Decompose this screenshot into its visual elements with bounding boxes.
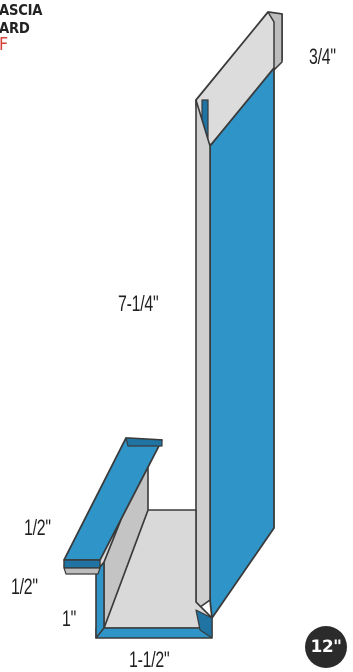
dimension-top-lip: 3/4" — [309, 44, 336, 69]
hem-fold — [63, 567, 101, 575]
dimension-base-width: 1-1/2" — [129, 647, 170, 672]
size-badge: 12" — [305, 626, 347, 668]
title-line-1: ASCIA — [0, 1, 43, 19]
hem-flange-front-edge — [63, 559, 101, 569]
dimension-hem-top: 1/2" — [24, 515, 51, 540]
main-web-edge — [195, 99, 211, 611]
dimension-hem-drop: 1/2" — [11, 574, 38, 599]
dimension-web-height: 7-1/4" — [118, 291, 159, 316]
base-blue-corner — [195, 609, 213, 639]
base-blue-edge — [95, 627, 213, 639]
size-badge-label: 12" — [310, 637, 342, 657]
dimension-inner-rise: 1" — [62, 606, 77, 631]
title-line-2: ARD — [0, 19, 30, 37]
top-lip-edge-face — [267, 11, 283, 71]
hem-flange-back-edge — [125, 437, 163, 447]
title-line-3: F — [0, 35, 8, 55]
main-web-face — [209, 67, 275, 619]
